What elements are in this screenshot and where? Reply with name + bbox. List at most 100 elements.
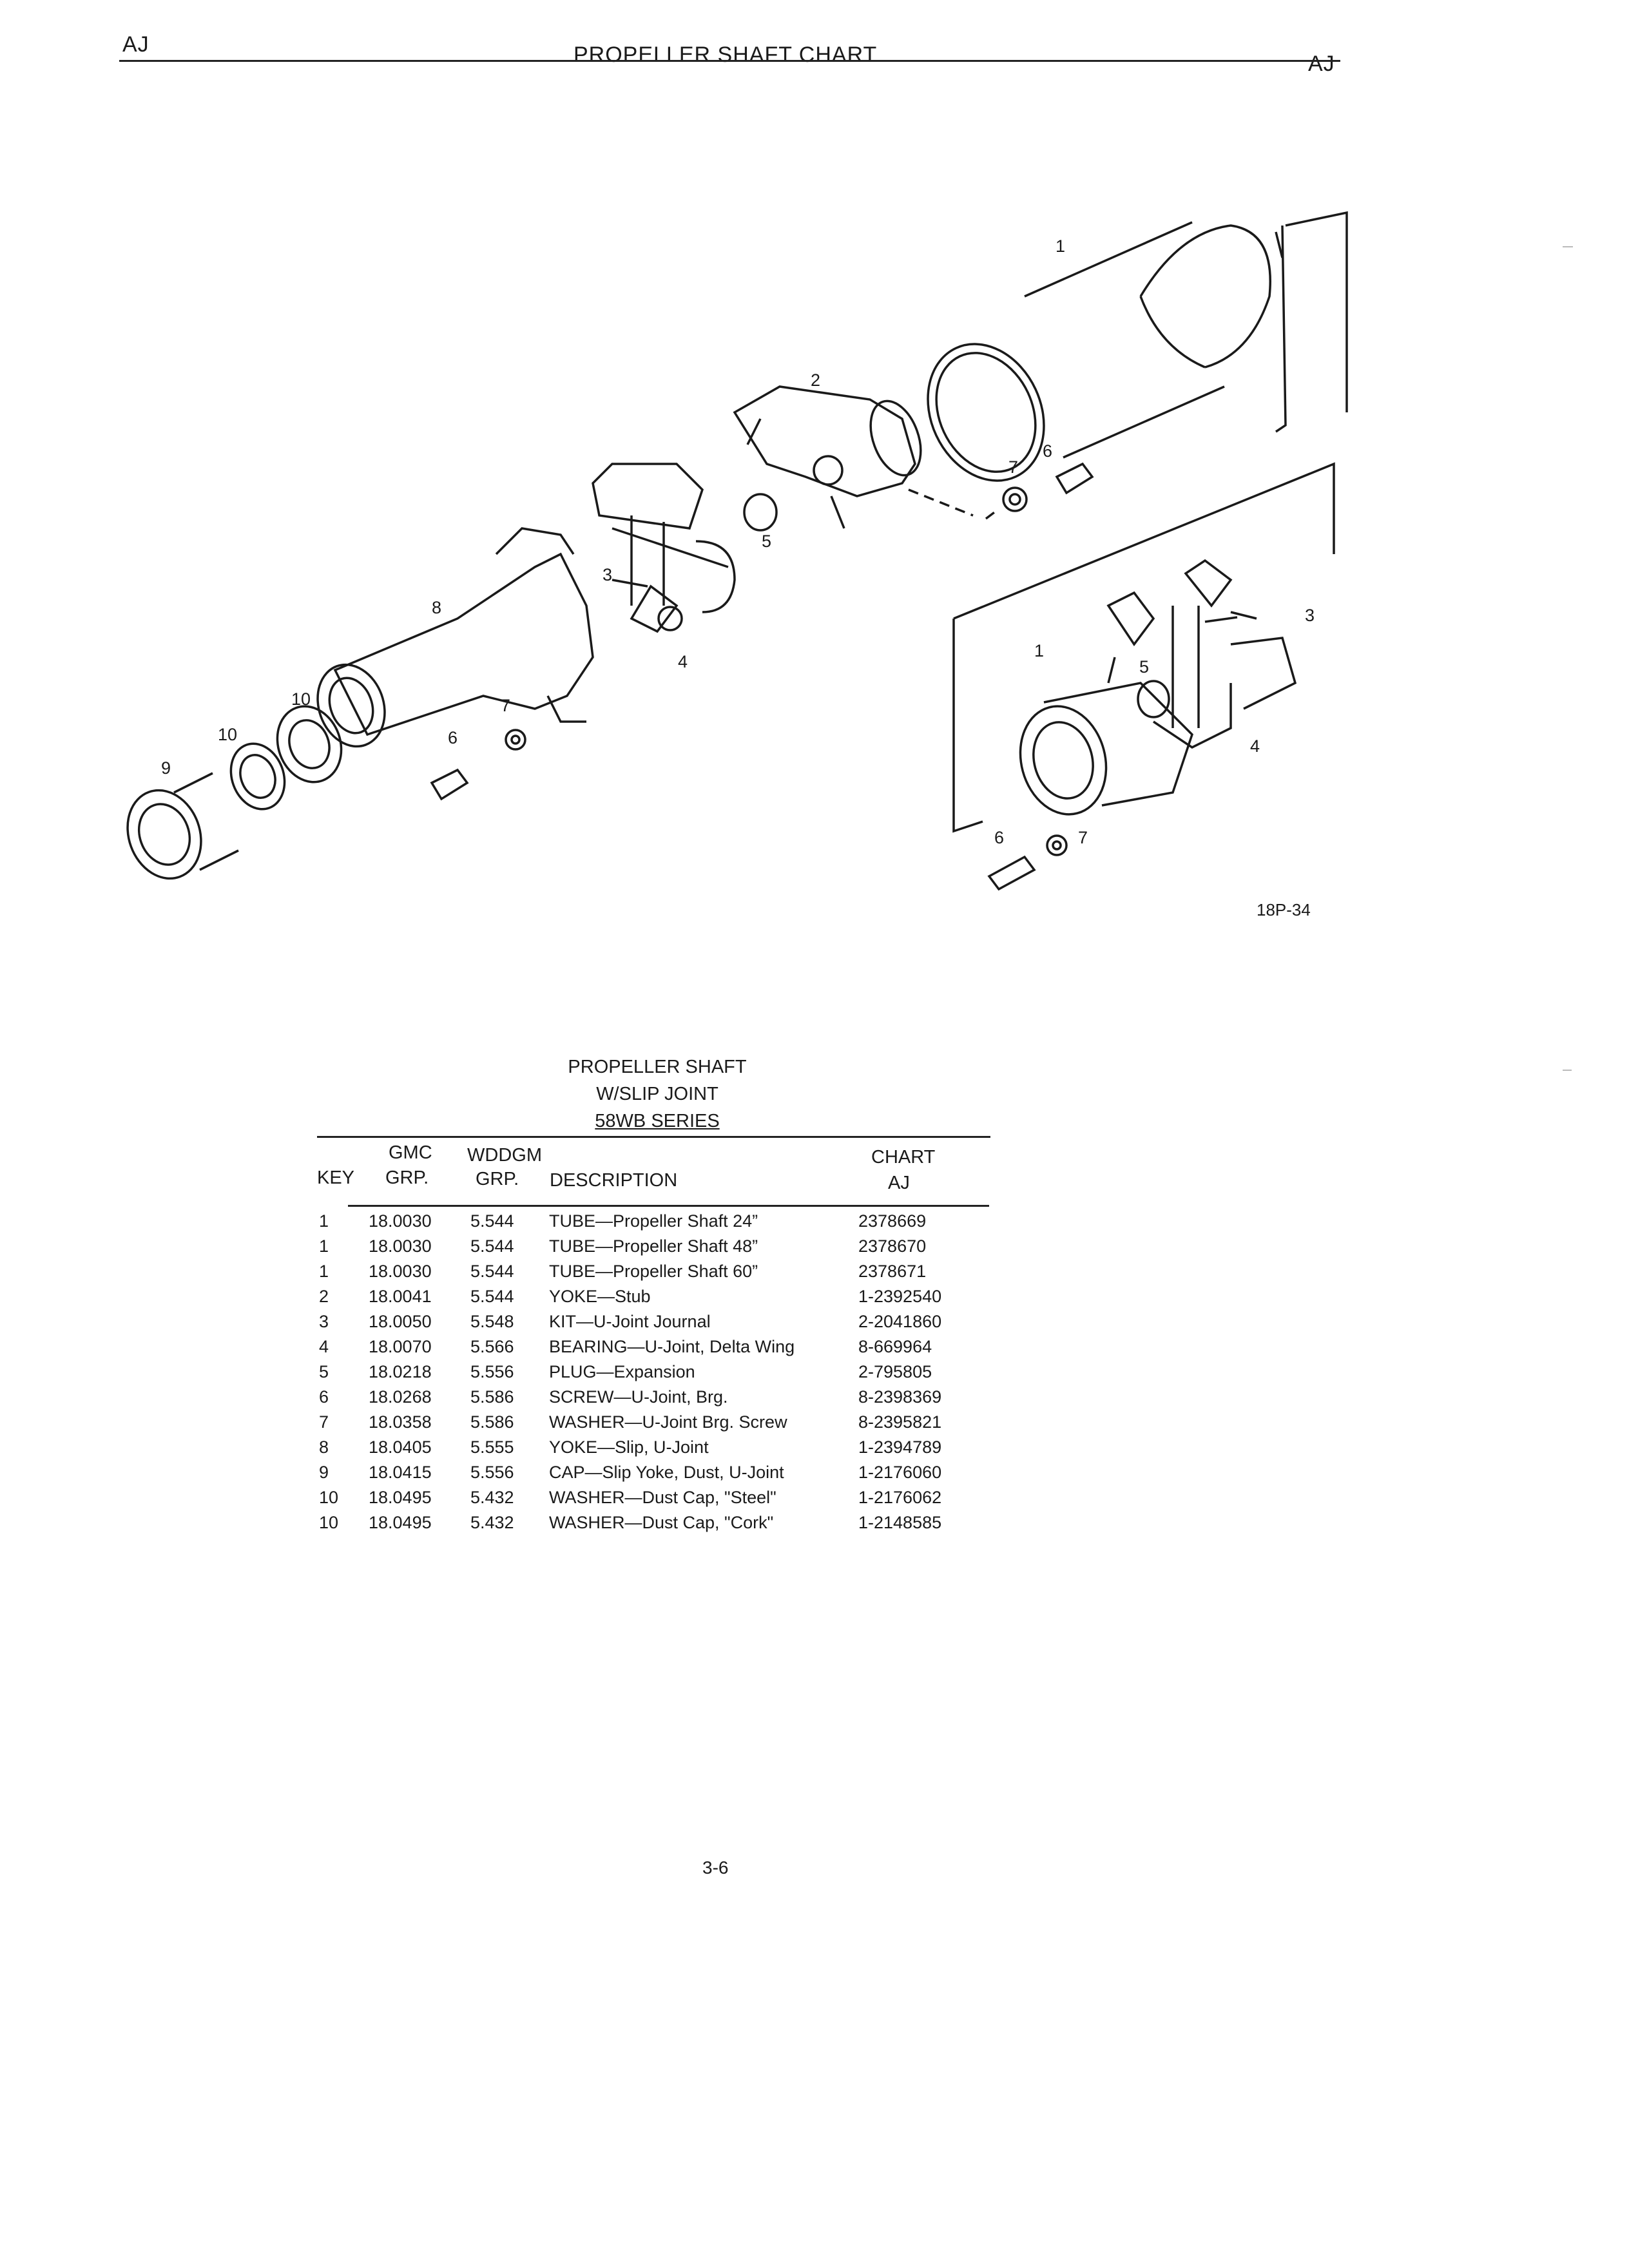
table-title-line-1: PROPELLER SHAFT bbox=[568, 1057, 747, 1077]
cell-description: WASHER—U-Joint Brg. Screw bbox=[549, 1412, 787, 1432]
cell-wddgm: 5.432 bbox=[470, 1513, 514, 1532]
expansion-plug-upper bbox=[743, 493, 778, 532]
cell-key: 9 bbox=[319, 1463, 329, 1482]
cell-wddgm: 5.586 bbox=[470, 1387, 514, 1407]
slip-yoke-part bbox=[316, 527, 594, 748]
propeller-shaft-exploded-diagram bbox=[126, 211, 1348, 891]
callout-7-inset: 7 bbox=[1078, 828, 1088, 847]
table-row: 2 18.0041 5.544 YOKE—Stub 1-2392540 bbox=[0, 1287, 1629, 1312]
cell-wddgm: 5.556 bbox=[470, 1362, 514, 1381]
cell-description: TUBE—Propeller Shaft 60” bbox=[549, 1262, 758, 1281]
callout-5-inset: 5 bbox=[1139, 657, 1150, 677]
cell-description: YOKE—Stub bbox=[549, 1287, 651, 1306]
cell-chart: 2378669 bbox=[858, 1211, 927, 1231]
cell-wddgm: 5.586 bbox=[470, 1412, 514, 1432]
header-key: KEY bbox=[317, 1168, 355, 1188]
cell-description: BEARING—U-Joint, Delta Wing bbox=[549, 1337, 795, 1356]
cell-gmc: 18.0495 bbox=[369, 1488, 432, 1507]
cell-key: 1 bbox=[319, 1262, 329, 1281]
table-title-line-3: 58WB SERIES bbox=[595, 1111, 720, 1131]
header-chart-bottom: AJ bbox=[888, 1173, 910, 1193]
table-row: 7 18.0358 5.586 WASHER—U-Joint Brg. Scre… bbox=[0, 1412, 1629, 1438]
cell-chart: 8-2395821 bbox=[858, 1412, 942, 1432]
table-row: 1 18.0030 5.544 TUBE—Propeller Shaft 48”… bbox=[0, 1236, 1629, 1262]
cell-description: CAP—Slip Yoke, Dust, U-Joint bbox=[549, 1463, 784, 1482]
cell-gmc: 18.0405 bbox=[369, 1437, 432, 1457]
cell-description: KIT—U-Joint Journal bbox=[549, 1312, 711, 1331]
cell-gmc: 18.0070 bbox=[369, 1337, 432, 1356]
tube-part bbox=[927, 211, 1348, 482]
table-title: PROPELLER SHAFT W/SLIP JOINT 58WB SERIES bbox=[490, 1053, 825, 1135]
table-title-line-2: W/SLIP JOINT bbox=[596, 1084, 718, 1104]
callout-9: 9 bbox=[161, 758, 171, 778]
callout-8: 8 bbox=[432, 598, 442, 617]
cell-key: 7 bbox=[319, 1412, 329, 1432]
cell-wddgm: 5.544 bbox=[470, 1262, 514, 1281]
cell-wddgm: 5.432 bbox=[470, 1488, 514, 1507]
cell-key: 4 bbox=[319, 1337, 329, 1356]
screw-washer-left bbox=[430, 729, 526, 801]
cell-gmc: 18.0030 bbox=[369, 1236, 432, 1256]
callout-10-upper: 10 bbox=[291, 689, 311, 709]
cell-wddgm: 5.544 bbox=[470, 1236, 514, 1256]
cell-key: 5 bbox=[319, 1362, 329, 1381]
cell-chart: 1-2392540 bbox=[858, 1287, 942, 1306]
callout-2-upper: 2 bbox=[811, 370, 821, 390]
cell-gmc: 18.0030 bbox=[369, 1262, 432, 1281]
callout-4-inset: 4 bbox=[1250, 736, 1260, 756]
cell-key: 2 bbox=[319, 1287, 329, 1306]
screw-washer-upper bbox=[908, 462, 1094, 520]
table-row: 10 18.0495 5.432 WASHER—Dust Cap, "Cork"… bbox=[0, 1513, 1629, 1539]
cell-description: WASHER—Dust Cap, "Steel" bbox=[549, 1488, 776, 1507]
cell-gmc: 18.0030 bbox=[369, 1211, 432, 1231]
cell-chart: 1-2176062 bbox=[858, 1488, 942, 1507]
callout-5-upper: 5 bbox=[762, 532, 772, 551]
header-wddgm-top: WDDGM bbox=[467, 1145, 542, 1166]
u-joint-inset bbox=[1106, 559, 1297, 749]
cell-chart: 2-795805 bbox=[858, 1362, 932, 1381]
table-row: 6 18.0268 5.586 SCREW—U-Joint, Brg. 8-23… bbox=[0, 1387, 1629, 1413]
cell-key: 3 bbox=[319, 1312, 329, 1331]
dust-cap-part bbox=[126, 772, 239, 880]
table-row: 5 18.0218 5.556 PLUG—Expansion 2-795805 bbox=[0, 1362, 1629, 1388]
callout-10-lower: 10 bbox=[218, 725, 238, 744]
cell-chart: 8-669964 bbox=[858, 1337, 932, 1356]
header-right-code: AJ bbox=[1308, 52, 1335, 76]
leader-arrow-3-upper bbox=[612, 579, 648, 588]
cell-gmc: 18.0050 bbox=[369, 1312, 432, 1331]
cell-gmc: 18.0268 bbox=[369, 1387, 432, 1407]
cell-key: 1 bbox=[319, 1236, 329, 1256]
cell-description: SCREW—U-Joint, Brg. bbox=[549, 1387, 728, 1407]
cell-gmc: 18.0358 bbox=[369, 1412, 432, 1432]
cell-wddgm: 5.544 bbox=[470, 1287, 514, 1306]
table-row: 8 18.0405 5.555 YOKE—Slip, U-Joint 1-239… bbox=[0, 1437, 1629, 1463]
leader-arrow-3-inset bbox=[1204, 616, 1238, 623]
scan-speck bbox=[1563, 1070, 1572, 1071]
table-top-rule bbox=[317, 1136, 990, 1138]
cell-chart: 2378670 bbox=[858, 1236, 927, 1256]
callout-4-upper: 4 bbox=[678, 652, 688, 671]
cell-chart: 1-2394789 bbox=[858, 1437, 942, 1457]
cell-chart: 1-2176060 bbox=[858, 1463, 942, 1482]
table-row: 4 18.0070 5.566 BEARING—U-Joint, Delta W… bbox=[0, 1337, 1629, 1363]
cell-gmc: 18.0495 bbox=[369, 1513, 432, 1532]
header-rule bbox=[119, 60, 1340, 62]
cell-gmc: 18.0415 bbox=[369, 1463, 432, 1482]
header-left-code: AJ bbox=[122, 32, 149, 57]
callout-1-inset: 1 bbox=[1034, 641, 1045, 660]
cell-gmc: 18.0041 bbox=[369, 1287, 432, 1306]
table-row: 1 18.0030 5.544 TUBE—Propeller Shaft 24”… bbox=[0, 1211, 1629, 1237]
callout-6-left: 6 bbox=[448, 728, 458, 747]
table-row: 1 18.0030 5.544 TUBE—Propeller Shaft 60”… bbox=[0, 1262, 1629, 1287]
cell-key: 10 bbox=[319, 1513, 339, 1532]
cell-key: 6 bbox=[319, 1387, 329, 1407]
cell-chart: 2378671 bbox=[858, 1262, 927, 1281]
cell-wddgm: 5.566 bbox=[470, 1337, 514, 1356]
header-gmc-top: GMC bbox=[389, 1142, 432, 1163]
table-row: 10 18.0495 5.432 WASHER—Dust Cap, "Steel… bbox=[0, 1488, 1629, 1514]
dust-cap-washer bbox=[229, 705, 343, 811]
page-number: 3-6 bbox=[702, 1858, 729, 1878]
cell-gmc: 18.0218 bbox=[369, 1362, 432, 1381]
cell-description: TUBE—Propeller Shaft 24” bbox=[549, 1211, 758, 1231]
header-chart-top: CHART bbox=[871, 1147, 936, 1168]
